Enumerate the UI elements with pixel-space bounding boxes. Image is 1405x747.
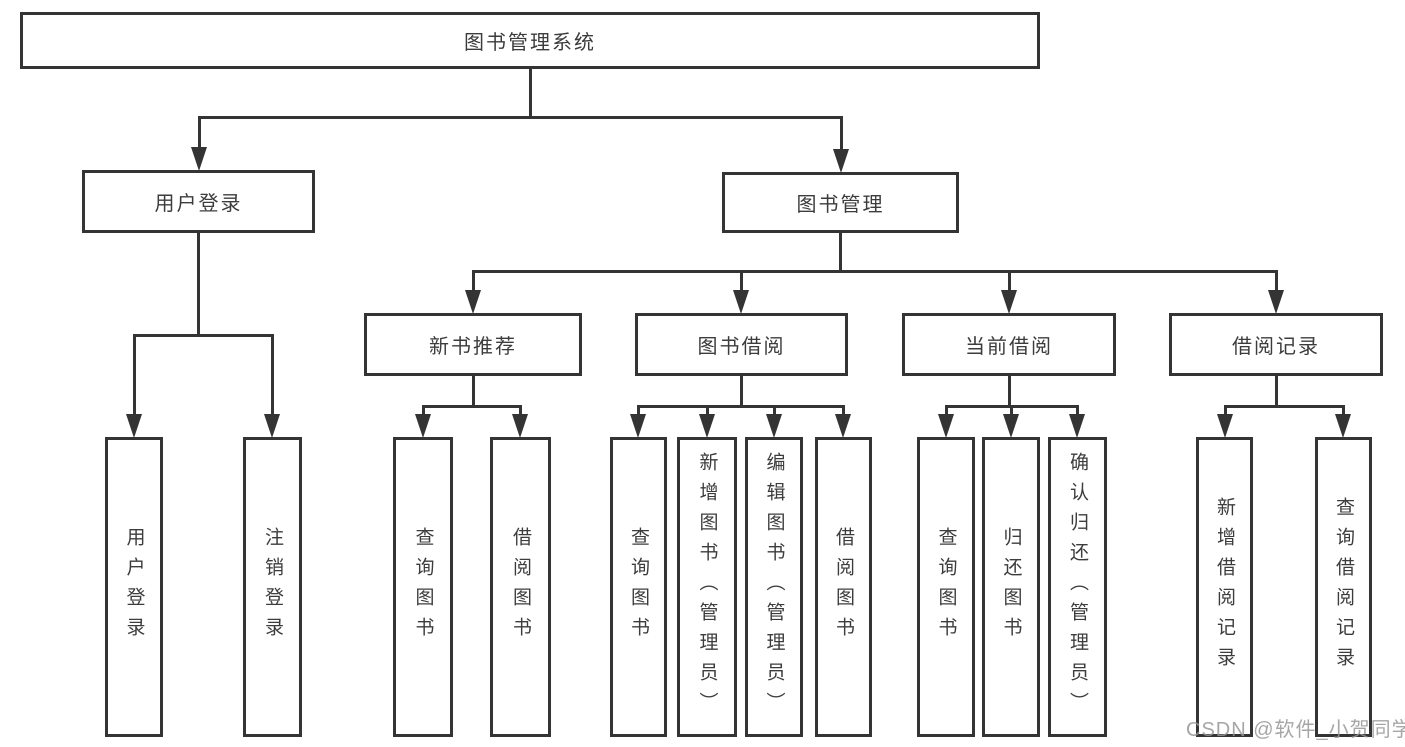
arrowhead-icon: [126, 414, 142, 438]
leaf-user-login-label: 用户登录: [123, 527, 145, 647]
connector-line: [706, 405, 709, 417]
connector-stem: [740, 376, 743, 407]
arrowhead-icon: [630, 414, 646, 438]
leaf-borrow-book: 借阅图书: [815, 437, 872, 737]
node-borrow-records-label: 借阅记录: [1232, 336, 1320, 358]
arrowhead-icon: [1069, 414, 1085, 438]
arrowhead-icon: [733, 290, 749, 314]
arrowhead-icon: [1335, 414, 1351, 438]
leaf-return-book-label: 归还图书: [1000, 527, 1022, 647]
connector-line: [840, 116, 843, 152]
arrowhead-icon: [264, 414, 280, 438]
arrowhead-icon: [699, 414, 715, 438]
connector-line: [740, 270, 743, 292]
connector-line: [945, 405, 948, 417]
node-book-management: 图书管理: [722, 172, 959, 233]
arrowhead-icon: [1217, 414, 1233, 438]
leaf-add-borrow-record-label: 新增借阅记录: [1214, 497, 1235, 677]
leaf-edit-book-admin-label: 编辑图书（管理员）: [763, 452, 785, 722]
leaf-add-book-admin: 新增图书（管理员）: [677, 437, 737, 737]
leaf-logout: 注销登录: [243, 437, 302, 737]
leaf-borrow-query-book: 查询图书: [610, 437, 667, 737]
leaf-return-book: 归还图书: [982, 437, 1040, 737]
connector-book-mgmt-stem: [839, 233, 842, 272]
connector-line: [271, 334, 274, 417]
node-borrow-records: 借阅记录: [1169, 313, 1383, 376]
connector-line: [1275, 270, 1278, 292]
leaf-query-borrow-record-label: 查询借阅记录: [1333, 497, 1354, 677]
connector-line: [1224, 405, 1227, 417]
connector-stem: [472, 376, 475, 407]
arrowhead-icon: [1003, 414, 1019, 438]
arrowhead-icon: [833, 149, 849, 173]
leaf-current-query-book: 查询图书: [917, 437, 975, 737]
connector-line: [1008, 270, 1011, 292]
connector-line: [1076, 405, 1079, 417]
arrowhead-icon: [191, 147, 207, 171]
node-current-borrow-label: 当前借阅: [965, 336, 1053, 358]
arrowhead-icon: [835, 414, 851, 438]
connector-line: [1342, 405, 1345, 417]
leaf-confirm-return-admin: 确认归还（管理员）: [1048, 437, 1107, 737]
connector-line: [519, 405, 522, 417]
connector-user-login-stem: [197, 233, 200, 336]
arrowhead-icon: [465, 290, 481, 314]
arrowhead-icon: [766, 414, 782, 438]
leaf-logout-label: 注销登录: [262, 527, 283, 647]
node-book-borrow-label: 图书借阅: [697, 336, 786, 358]
node-root: 图书管理系统: [20, 12, 1040, 69]
node-book-borrow: 图书借阅: [635, 313, 848, 376]
connector-rail: [637, 405, 845, 408]
connector-line: [198, 116, 201, 151]
leaf-recommend-query-book-label: 查询图书: [412, 527, 434, 647]
arrowhead-icon: [512, 414, 528, 438]
connector-user-login-rail: [133, 334, 273, 337]
node-new-book-recommend: 新书推荐: [364, 313, 582, 376]
leaf-recommend-borrow-book: 借阅图书: [490, 437, 551, 737]
arrowhead-icon: [1001, 290, 1017, 314]
connector-rail: [1224, 405, 1344, 408]
connector-stem: [1008, 376, 1011, 407]
leaf-add-borrow-record: 新增借阅记录: [1196, 437, 1253, 737]
leaf-user-login: 用户登录: [105, 437, 163, 737]
connector-line: [637, 405, 640, 417]
leaf-borrow-query-book-label: 查询图书: [628, 527, 649, 647]
arrowhead-icon: [938, 414, 954, 438]
connector-line: [472, 270, 475, 292]
connector-line: [422, 405, 425, 417]
connector-line: [133, 334, 136, 417]
leaf-recommend-borrow-book-label: 借阅图书: [510, 527, 531, 647]
arrowhead-icon: [1268, 290, 1284, 314]
connector-root-rail: [198, 116, 842, 119]
connector-line: [842, 405, 845, 417]
connector-line: [1010, 405, 1013, 417]
leaf-current-query-book-label: 查询图书: [935, 527, 957, 647]
node-root-label: 图书管理系统: [464, 32, 596, 54]
arrowhead-icon: [415, 414, 431, 438]
leaf-recommend-query-book: 查询图书: [393, 437, 453, 737]
node-book-management-label: 图书管理: [796, 194, 885, 216]
node-user-login-label: 用户登录: [154, 193, 243, 215]
leaf-confirm-return-admin-label: 确认归还（管理员）: [1067, 452, 1088, 722]
csdn-watermark: CSDN @软件_小贺同学: [1186, 719, 1405, 741]
leaf-query-borrow-record: 查询借阅记录: [1315, 437, 1372, 737]
leaf-borrow-book-label: 借阅图书: [833, 527, 854, 647]
connector-line: [773, 405, 776, 417]
connector-book-mgmt-rail: [472, 270, 1278, 273]
node-new-book-recommend-label: 新书推荐: [429, 336, 517, 358]
connector-root-stem: [529, 68, 532, 118]
connector-rail: [422, 405, 522, 408]
leaf-edit-book-admin: 编辑图书（管理员）: [745, 437, 803, 737]
leaf-add-book-admin-label: 新增图书（管理员）: [696, 452, 718, 722]
node-user-login: 用户登录: [82, 170, 315, 233]
connector-stem: [1275, 376, 1278, 407]
node-current-borrow: 当前借阅: [902, 313, 1116, 376]
